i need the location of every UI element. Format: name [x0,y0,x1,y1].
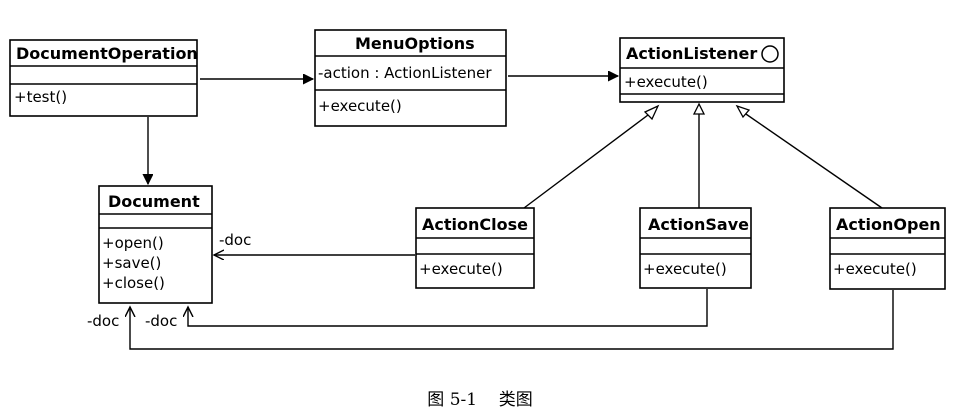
role-label-open-doc: -doc [87,312,119,330]
operation: +execute() [833,260,917,278]
class-action-listener: ActionListener +execute() [619,37,785,103]
class-document-operation: DocumentOperation +test() [9,39,198,117]
attribute: -action : ActionListener [318,64,492,82]
class-name: ActionOpen [836,215,941,234]
class-action-open: ActionOpen +execute() [829,207,946,290]
association-open-document [130,290,894,350]
generalization-close-arrowhead [643,104,660,121]
operation: +execute() [419,260,503,278]
class-name: ActionListener [626,44,757,63]
class-name: DocumentOperation [16,44,198,63]
class-document: Document +open() +save() +close() [98,185,213,304]
generalization-open [742,111,883,209]
generalization-open-arrowhead [735,104,751,119]
operation: +test() [14,88,67,106]
class-name: ActionClose [422,215,528,234]
operation: +execute() [643,260,727,278]
class-name: Document [108,192,200,211]
class-name: MenuOptions [355,34,475,53]
generalization-save-arrowhead [692,102,706,115]
class-action-save: ActionSave +execute() [639,207,752,289]
operation: +save() [102,254,161,272]
class-action-close: ActionClose +execute() [415,207,535,289]
class-menu-options: MenuOptions -action : ActionListener +ex… [314,29,507,127]
operation: +execute() [318,97,402,115]
operation: +execute() [624,73,708,91]
figure-caption: 图 5-1 类图 [427,390,532,410]
interface-circle-icon [761,45,779,63]
class-name: ActionSave [648,215,749,234]
role-label-close-doc: -doc [219,231,251,249]
role-label-save-doc: -doc [145,312,177,330]
generalization-close [523,111,653,209]
operation: +open() [102,234,164,252]
association-save-document [188,289,708,327]
operation: +close() [102,274,165,292]
